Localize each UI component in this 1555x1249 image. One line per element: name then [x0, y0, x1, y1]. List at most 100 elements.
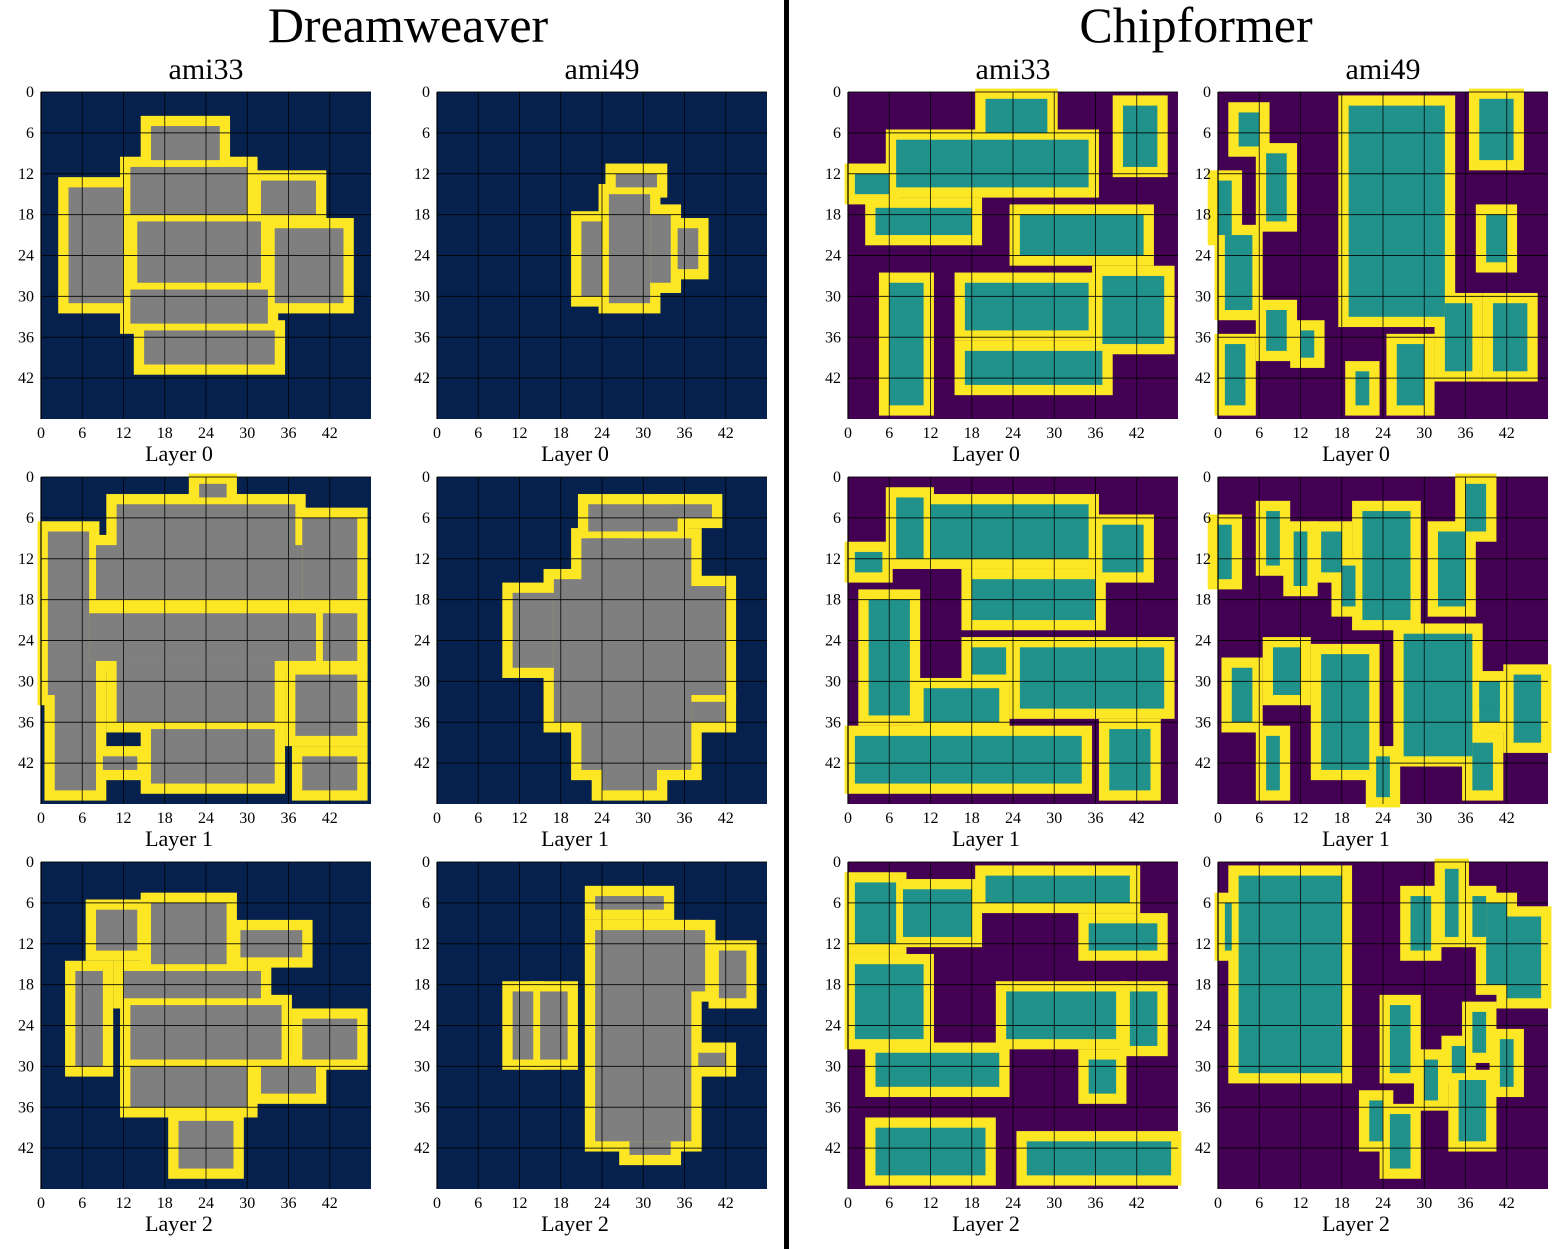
- y-tick-label: 6: [833, 895, 841, 912]
- x-tick-label: 30: [239, 425, 255, 442]
- y-tick-label: 24: [414, 633, 430, 650]
- x-tick-label: 36: [281, 810, 297, 827]
- layer-label: Layer 0: [145, 441, 213, 466]
- x-tick-label: 18: [1334, 425, 1350, 442]
- y-tick-label: 30: [1195, 673, 1211, 690]
- y-tick-label: 24: [18, 633, 34, 650]
- y-tick-label: 12: [414, 936, 430, 953]
- placed-block: [1479, 681, 1500, 709]
- x-tick-label: 0: [844, 1195, 852, 1212]
- y-tick-label: 18: [18, 207, 34, 224]
- y-tick-label: 12: [18, 551, 34, 568]
- placed-block: [295, 674, 358, 736]
- y-tick-label: 30: [825, 673, 841, 690]
- y-tick-label: 24: [1195, 1018, 1211, 1035]
- x-tick-label: 6: [78, 425, 86, 442]
- placed-block: [75, 971, 103, 1067]
- x-tick-label: 6: [78, 1195, 86, 1212]
- y-tick-label: 24: [18, 1018, 34, 1035]
- y-tick-label: 36: [414, 329, 430, 346]
- x-tick-label: 36: [1088, 810, 1104, 827]
- y-tick-label: 0: [422, 84, 430, 101]
- x-tick-label: 24: [1375, 810, 1391, 827]
- y-tick-label: 6: [1203, 895, 1211, 912]
- placed-block: [964, 350, 1103, 385]
- x-tick-label: 18: [553, 1195, 569, 1212]
- x-tick-label: 42: [1129, 1195, 1145, 1212]
- placed-block: [1424, 1059, 1438, 1101]
- x-tick-label: 30: [1416, 810, 1432, 827]
- placed-block: [602, 756, 657, 791]
- placed-block: [889, 282, 924, 406]
- column-title-chipformer-ami33: ami33: [975, 53, 1051, 86]
- y-tick-label: 18: [414, 592, 430, 609]
- placed-block: [130, 289, 268, 324]
- y-tick-label: 30: [1195, 288, 1211, 305]
- x-tick-label: 18: [1334, 1195, 1350, 1212]
- y-tick-label: 18: [825, 207, 841, 224]
- placed-block: [199, 483, 227, 498]
- y-tick-label: 6: [26, 125, 34, 142]
- y-tick-label: 12: [825, 551, 841, 568]
- y-tick-label: 12: [414, 166, 430, 183]
- x-tick-label: 6: [885, 425, 893, 442]
- x-tick-label: 18: [157, 1195, 173, 1212]
- y-tick-label: 0: [833, 854, 841, 871]
- layer-label: Layer 1: [1322, 826, 1390, 851]
- y-tick-label: 36: [414, 1099, 430, 1116]
- y-tick-label: 30: [825, 288, 841, 305]
- y-tick-label: 0: [1203, 469, 1211, 486]
- y-tick-label: 18: [414, 207, 430, 224]
- y-tick-label: 42: [18, 1140, 34, 1157]
- x-tick-label: 30: [635, 810, 651, 827]
- x-tick-label: 42: [1129, 425, 1145, 442]
- y-tick-label: 42: [414, 755, 430, 772]
- placed-block: [1458, 1080, 1487, 1142]
- placed-block: [137, 221, 261, 283]
- x-tick-label: 42: [1499, 425, 1515, 442]
- x-tick-label: 36: [1458, 425, 1474, 442]
- placed-block: [1088, 1059, 1117, 1094]
- placed-block: [512, 592, 554, 668]
- placed-block: [985, 875, 1130, 903]
- placed-block: [1389, 1005, 1411, 1074]
- x-tick-label: 18: [157, 425, 173, 442]
- x-tick-label: 12: [116, 1195, 132, 1212]
- y-tick-label: 18: [825, 592, 841, 609]
- placed-block: [144, 330, 275, 365]
- y-tick-label: 42: [825, 1140, 841, 1157]
- x-tick-label: 30: [1416, 1195, 1432, 1212]
- x-tick-label: 6: [474, 425, 482, 442]
- x-tick-label: 30: [239, 810, 255, 827]
- y-tick-label: 30: [414, 288, 430, 305]
- placed-block: [1102, 275, 1165, 345]
- layer-label: Layer 2: [541, 1211, 609, 1236]
- y-tick-label: 18: [1195, 592, 1211, 609]
- y-tick-label: 42: [1195, 370, 1211, 387]
- layer-label: Layer 1: [541, 826, 609, 851]
- placed-block: [923, 688, 1000, 723]
- placed-block: [1300, 330, 1315, 358]
- x-tick-label: 0: [433, 810, 441, 827]
- x-tick-label: 12: [116, 810, 132, 827]
- y-tick-label: 6: [422, 895, 430, 912]
- x-tick-label: 24: [1005, 810, 1021, 827]
- placed-block: [96, 909, 138, 951]
- layer-label: Layer 1: [952, 826, 1020, 851]
- x-tick-label: 36: [281, 425, 297, 442]
- placed-block: [896, 139, 1089, 188]
- x-tick-label: 30: [239, 1195, 255, 1212]
- placed-block: [1224, 902, 1232, 951]
- placed-block: [684, 930, 706, 992]
- x-tick-label: 12: [923, 810, 939, 827]
- placed-block: [854, 882, 897, 944]
- column-title-dreamweaver-ami49: ami49: [564, 53, 640, 86]
- placed-block: [1486, 214, 1507, 263]
- placed-block: [1348, 105, 1445, 317]
- y-tick-label: 12: [1195, 551, 1211, 568]
